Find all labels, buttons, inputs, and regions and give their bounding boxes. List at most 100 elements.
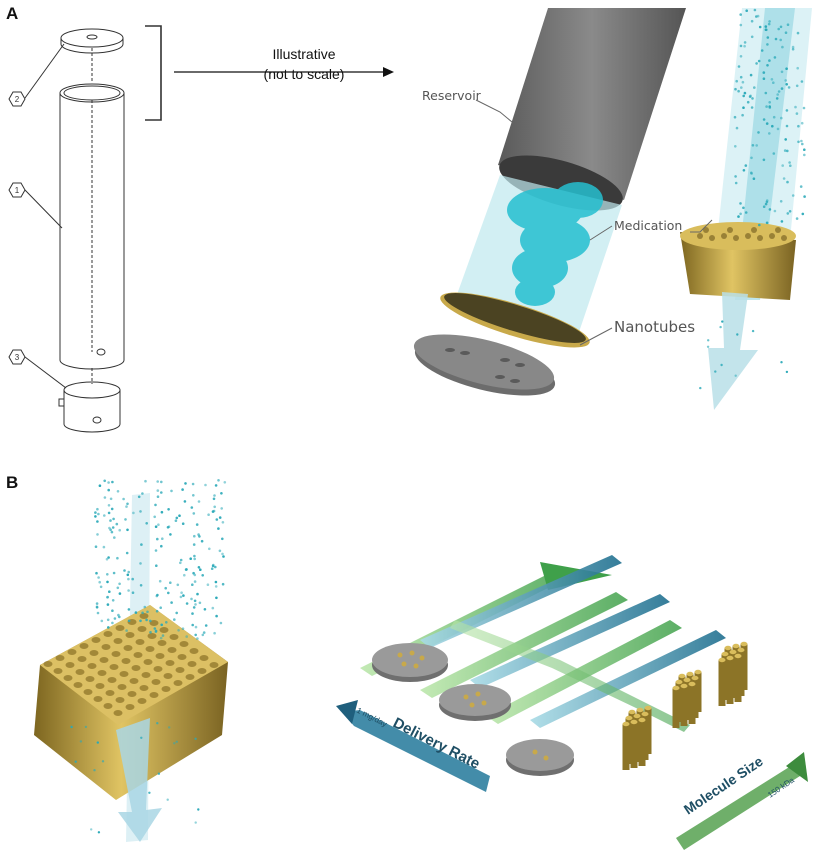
molecule-particle xyxy=(160,510,164,514)
nanotube-end xyxy=(117,684,127,690)
molecule-particle xyxy=(118,615,121,619)
molecule-particle xyxy=(139,562,142,565)
molecule-particle xyxy=(193,573,197,577)
nanotube-end xyxy=(129,678,139,684)
medication-particle xyxy=(785,124,789,128)
medication-particle xyxy=(739,13,742,16)
molecule-particle xyxy=(139,619,142,623)
medication-particle xyxy=(780,220,784,223)
medication-particle xyxy=(781,164,784,167)
medication-particle xyxy=(743,91,747,95)
molecule-particle xyxy=(122,497,125,501)
medication-particle xyxy=(743,44,746,48)
nanotube-end xyxy=(173,680,183,686)
medication-particle xyxy=(755,144,758,147)
molecule-particle xyxy=(167,525,171,528)
nanotube-end xyxy=(93,696,103,702)
medication-particle xyxy=(788,210,792,213)
medication-particle xyxy=(803,148,806,151)
medication-particle xyxy=(786,149,789,153)
molecule-particle xyxy=(149,619,152,623)
molecule-particle xyxy=(107,481,110,484)
molecule-particle xyxy=(193,534,196,538)
molecule-particle xyxy=(156,489,160,492)
medication-particle xyxy=(751,97,754,100)
nanotube-end xyxy=(175,667,185,673)
medication-particle xyxy=(795,217,799,220)
nanotube-end xyxy=(103,703,113,709)
nanotube-end xyxy=(189,648,199,654)
molecule-particle xyxy=(103,479,106,483)
molecule-particle xyxy=(140,736,143,739)
nanotube-end xyxy=(177,654,187,660)
molecule-particle xyxy=(103,496,107,499)
medication-particle xyxy=(780,116,783,120)
nanotube-end xyxy=(694,669,702,675)
molecule-particle xyxy=(166,798,169,801)
molecule-particle xyxy=(220,507,223,510)
molecule-particle xyxy=(210,567,214,570)
molecule-particle xyxy=(156,722,159,725)
molecule-particle xyxy=(215,614,218,618)
medication-particle xyxy=(779,25,783,29)
medication-particle xyxy=(735,79,738,83)
medication-particle xyxy=(801,212,805,216)
molecule-particle xyxy=(106,618,110,622)
medication-particle xyxy=(783,149,787,152)
molecule-particle xyxy=(158,579,162,583)
molecule-particle xyxy=(214,565,217,569)
molecule-particle xyxy=(173,618,176,621)
molecule-particle xyxy=(212,497,216,501)
molecule-particle xyxy=(111,609,114,612)
medication-particle xyxy=(768,101,771,104)
diffusion-column xyxy=(680,8,812,410)
medication-particle xyxy=(784,138,787,141)
nanotube-end xyxy=(113,710,123,716)
medication-particle xyxy=(800,80,804,83)
nanotube-end xyxy=(95,683,105,689)
nanotube xyxy=(718,660,726,706)
nanotube-end xyxy=(145,646,155,652)
medication-particle xyxy=(796,31,800,35)
molecule-particle xyxy=(221,521,225,524)
molecule-particle xyxy=(193,580,197,583)
medication-particle xyxy=(764,25,768,28)
molecule-particle xyxy=(194,737,197,740)
molecule-particle xyxy=(190,506,194,509)
reservoir-illustration xyxy=(413,8,686,396)
molecule-particle xyxy=(160,480,163,484)
delivery-rate-axis xyxy=(336,700,490,792)
molecule-particle xyxy=(218,549,222,553)
molecule-particle xyxy=(192,512,196,515)
reservoir-callout: Reservoir xyxy=(422,88,481,103)
medication-particle xyxy=(768,59,771,62)
nanotube-end xyxy=(675,679,683,685)
medication-particle xyxy=(762,118,766,121)
molecule-particle xyxy=(213,505,216,509)
molecule-particle xyxy=(192,494,195,497)
molecule-particle xyxy=(126,573,130,577)
molecule-particle xyxy=(194,603,197,606)
medication-particle xyxy=(786,180,789,184)
nanotube-end xyxy=(159,627,169,633)
medication-particle xyxy=(744,211,748,214)
molecule-particle xyxy=(153,627,157,630)
medication-particle xyxy=(774,37,778,41)
molecule-particle xyxy=(213,631,216,635)
molecule-particle xyxy=(222,555,225,558)
medication-particle xyxy=(744,164,748,167)
medication-particle xyxy=(784,31,788,34)
molecule-particle xyxy=(156,593,159,597)
medication-particle xyxy=(794,105,797,109)
molecule-particle xyxy=(118,528,121,532)
medication-particle xyxy=(766,43,769,46)
molecule-particle xyxy=(123,569,126,572)
medication-particle xyxy=(764,28,768,32)
nanotube-end xyxy=(97,670,107,676)
molecule-particle xyxy=(90,828,93,831)
molecule-particle xyxy=(221,552,224,556)
molecule-particles xyxy=(70,479,227,834)
molecule-particle xyxy=(97,831,101,834)
nanotube-end xyxy=(724,645,732,651)
